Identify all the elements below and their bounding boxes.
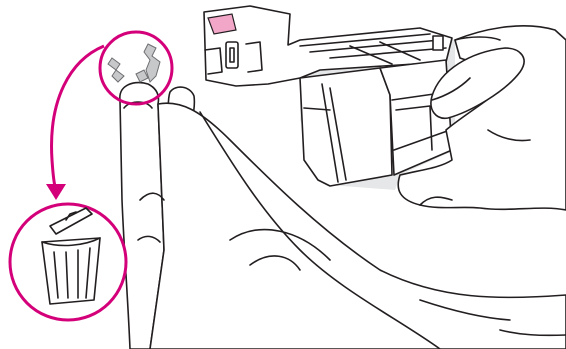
cartridge-slot: [226, 42, 238, 68]
pinched-staple: [108, 44, 160, 82]
curved-arrow-icon: [46, 46, 104, 200]
cartridge-body: [300, 68, 392, 186]
trash-can-icon: [10, 204, 126, 320]
